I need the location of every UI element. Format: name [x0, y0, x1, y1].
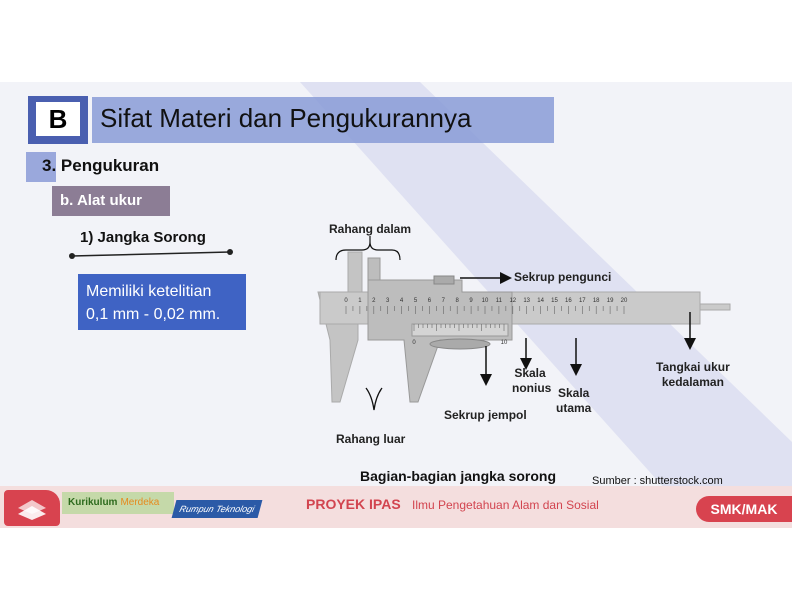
- caliper-main-scale-ticks: [345, 306, 625, 314]
- item-heading: 1) Jangka Sorong: [80, 229, 206, 246]
- precision-note-line1: Memiliki ketelitian: [86, 283, 212, 300]
- vernier-number: 0: [412, 340, 416, 346]
- label-rahang-dalam: Rahang dalam: [329, 222, 412, 236]
- scale-number: 1: [358, 298, 362, 304]
- scale-number: 14: [537, 298, 544, 304]
- caliper-vernier-numbers: 0 10: [412, 340, 508, 346]
- label-sekrup-pengunci: Sekrup pengunci: [514, 270, 612, 284]
- subsubsection-bar: [52, 186, 170, 216]
- scale-number: 10: [482, 298, 489, 304]
- scale-number: 12: [509, 298, 516, 304]
- scale-number: 7: [442, 298, 446, 304]
- label-skala-nonius-line2: nonius: [512, 381, 552, 395]
- caliper-lock-screw: [433, 275, 455, 285]
- vernier-number: 10: [501, 340, 508, 346]
- title-bar: [92, 97, 554, 143]
- merdeka-text: Merdeka: [120, 497, 160, 508]
- label-skala-utama-line2: utama: [556, 401, 592, 415]
- scale-number: 9: [469, 298, 473, 304]
- kurikulum-text: Kurikulum: [68, 497, 118, 508]
- scale-number: 13: [523, 298, 530, 304]
- scale-number: 2: [372, 298, 376, 304]
- section-letter: B: [36, 102, 80, 136]
- caliper-fixed-inner-jaw: [347, 251, 363, 293]
- figure-source: Sumber : shutterstock.com: [592, 475, 723, 487]
- scale-number: 0: [344, 298, 348, 304]
- caliper-depth-rod: [699, 303, 731, 311]
- caliper-movable-inner-jaw: [367, 257, 381, 281]
- subsection-heading: 3. Pengukuran: [42, 156, 160, 175]
- scale-number: 3: [386, 298, 390, 304]
- book-logo-icon: [4, 490, 60, 526]
- precision-note-line2: 0,1 mm - 0,02 mm.: [86, 306, 221, 323]
- caliper-vernier-ticks: [413, 324, 505, 331]
- caliper-thumb-screw: [429, 338, 491, 350]
- scale-number: 19: [607, 298, 614, 304]
- label-skala-utama-line1: Skala: [557, 386, 590, 400]
- item-underline: [69, 249, 233, 259]
- figure-caption: Bagian-bagian jangka sorong: [360, 468, 557, 484]
- inner-jaw-bracket: [335, 241, 401, 261]
- label-rahang-luar: Rahang luar: [336, 432, 406, 446]
- label-tangkai-line1: Tangkai ukur: [656, 360, 730, 374]
- smk-mak-badge: SMK/MAK: [696, 496, 792, 522]
- proyek-ipas-title: PROYEK IPAS: [306, 496, 401, 512]
- outer-jaw-bracket: [365, 387, 383, 411]
- label-tangkai-ukur: Tangkai ukur kedalaman: [656, 360, 730, 390]
- scale-number: 8: [456, 298, 460, 304]
- slide: B Sifat Materi dan Pengukurannya 3. Peng…: [0, 82, 792, 528]
- scale-number: 11: [496, 298, 503, 304]
- scale-number: 15: [551, 298, 558, 304]
- scale-number: 4: [400, 298, 404, 304]
- label-sekrup-jempol: Sekrup jempol: [444, 408, 527, 422]
- label-skala-utama: Skala utama: [556, 386, 591, 416]
- subsubsection-heading: b. Alat ukur: [60, 192, 142, 209]
- precision-note: Memiliki ketelitian 0,1 mm - 0,02 mm.: [78, 274, 246, 330]
- scale-number: 17: [579, 298, 586, 304]
- scale-number: 20: [621, 298, 628, 304]
- scale-number: 5: [414, 298, 418, 304]
- subsection-accent: [26, 152, 56, 182]
- ipas-subtitle: Ilmu Pengetahuan Alam dan Sosial: [412, 498, 599, 512]
- caliper-vernier-plate: [411, 323, 509, 337]
- scale-number: 16: [565, 298, 572, 304]
- label-skala-nonius-line1: Skala: [514, 366, 546, 380]
- rumpun-teknologi-badge: Rumpun Teknologi: [171, 500, 263, 518]
- scale-number: 18: [593, 298, 600, 304]
- label-skala-nonius: Skala nonius: [512, 366, 552, 396]
- label-tangkai-line2: kedalaman: [661, 375, 724, 389]
- scale-number: 6: [428, 298, 432, 304]
- page-title: Sifat Materi dan Pengukurannya: [100, 103, 472, 133]
